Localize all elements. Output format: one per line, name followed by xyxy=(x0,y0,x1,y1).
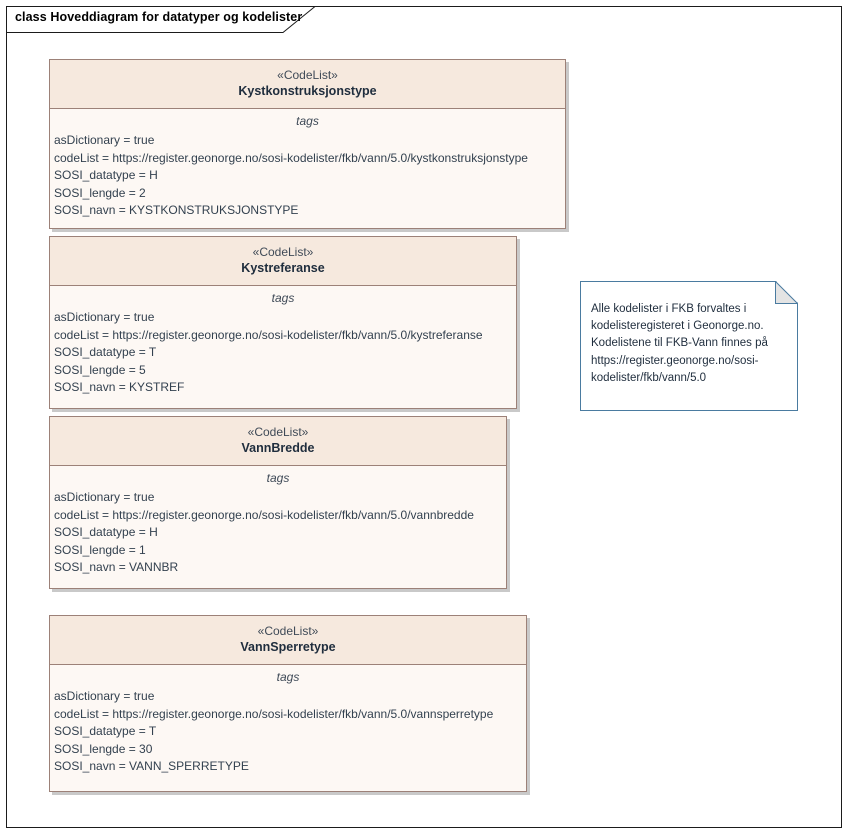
tag-row: SOSI_datatype = H xyxy=(54,168,158,183)
compartment-title-tags: tags xyxy=(271,291,295,305)
diagram-title-tab[interactable]: class Hoveddiagram for datatyper og kode… xyxy=(6,6,319,33)
class-header: «CodeList» VannBredde xyxy=(50,417,506,466)
uml-class-kystkonstruksjonstype[interactable]: «CodeList» Kystkonstruksjonstype tags as… xyxy=(49,59,566,229)
class-stereotype: «CodeList» xyxy=(247,425,309,439)
note-text: Alle kodelister i FKB forvaltes i kodeli… xyxy=(591,301,788,387)
tag-row: asDictionary = true xyxy=(54,133,155,147)
tag-row: SOSI_lengde = 5 xyxy=(54,362,146,377)
diagram-note[interactable]: Alle kodelister i FKB forvaltes i kodeli… xyxy=(580,281,798,411)
note-line: kodelisteregisteret i Geonorge.no. xyxy=(591,320,764,333)
note-line: kodelister/fkb/vann/5.0 xyxy=(591,371,707,384)
tag-row: SOSI_navn = KYSTKONSTRUKSJONSTYPE xyxy=(54,203,299,218)
note-line: Alle kodelister i FKB forvaltes i xyxy=(591,303,747,315)
tag-row: codeList = https://register.geonorge.no/… xyxy=(54,706,494,721)
diagram-title-label: class Hoveddiagram for datatyper og kode… xyxy=(15,10,303,24)
class-header: «CodeList» Kystreferanse xyxy=(50,237,516,286)
diagram-title-tab-shape xyxy=(6,6,319,33)
tag-row: SOSI_navn = VANNBR xyxy=(54,560,179,575)
tag-row: codeList = https://register.geonorge.no/… xyxy=(54,150,528,165)
uml-class-vannbredde[interactable]: «CodeList» VannBredde tags asDictionary … xyxy=(49,416,507,589)
compartment-title-tags: tags xyxy=(296,114,319,128)
tag-list: asDictionary = true codeList = https://r… xyxy=(50,132,565,226)
class-name: VannSperretype xyxy=(240,640,336,654)
note-line: Kodelistene til FKB-Vann finnes på xyxy=(591,337,768,350)
tag-list: asDictionary = true codeList = https://r… xyxy=(50,688,526,782)
diagram-title-tab-diagonal-icon xyxy=(279,6,319,33)
tag-row: SOSI_lengde = 30 xyxy=(54,741,153,756)
class-header: «CodeList» VannSperretype xyxy=(50,616,526,665)
class-stereotype: «CodeList» xyxy=(252,245,314,259)
note-body xyxy=(580,281,798,411)
tag-row: asDictionary = true xyxy=(54,310,155,324)
compartment-title-tags: tags xyxy=(276,670,300,684)
tag-row: SOSI_datatype = T xyxy=(54,345,157,360)
uml-class-kystreferanse[interactable]: «CodeList» Kystreferanse tags asDictiona… xyxy=(49,236,517,409)
tag-row: asDictionary = true xyxy=(54,689,155,703)
tag-row: SOSI_lengde = 2 xyxy=(54,185,146,200)
tag-list: asDictionary = true codeList = https://r… xyxy=(50,309,516,403)
tag-row: SOSI_navn = VANN_SPERRETYPE xyxy=(54,759,249,774)
compartment-title-tags: tags xyxy=(266,471,290,485)
class-header: «CodeList» Kystkonstruksjonstype xyxy=(50,60,565,109)
tag-row: SOSI_datatype = T xyxy=(54,724,157,739)
tag-list: asDictionary = true codeList = https://r… xyxy=(50,489,506,583)
class-name: Kystkonstruksjonstype xyxy=(238,84,377,98)
class-stereotype: «CodeList» xyxy=(257,624,319,638)
tag-row: SOSI_datatype = H xyxy=(54,525,158,540)
note-line: https://register.geonorge.no/sosi- xyxy=(591,354,759,367)
tag-row: codeList = https://register.geonorge.no/… xyxy=(54,507,474,522)
uml-class-vannsperretype[interactable]: «CodeList» VannSperretype tags asDiction… xyxy=(49,615,527,792)
class-name: VannBredde xyxy=(241,441,315,455)
class-name: Kystreferanse xyxy=(241,261,325,275)
tag-row: SOSI_lengde = 1 xyxy=(54,542,146,557)
note-folded-corner-icon xyxy=(775,281,798,304)
tag-row: asDictionary = true xyxy=(54,490,155,504)
class-stereotype: «CodeList» xyxy=(277,68,338,82)
tag-row: SOSI_navn = KYSTREF xyxy=(54,380,185,395)
tag-row: codeList = https://register.geonorge.no/… xyxy=(54,327,483,342)
